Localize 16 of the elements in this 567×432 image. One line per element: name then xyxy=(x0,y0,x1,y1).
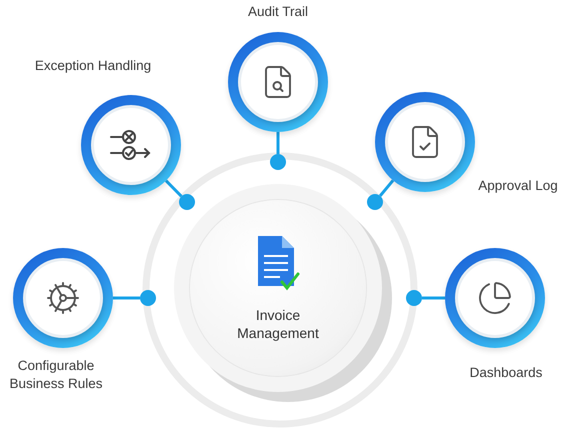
connector-line xyxy=(276,132,280,154)
node-label: Audit Trail xyxy=(246,3,310,22)
node-label: Configurable Business Rules xyxy=(8,357,104,393)
node-label: Dashboards xyxy=(468,364,544,382)
connector-dot xyxy=(367,194,383,210)
connector-dot xyxy=(140,290,156,306)
connector-dot xyxy=(406,290,422,306)
connector-line xyxy=(113,296,140,300)
connector-dot xyxy=(270,154,286,170)
node-label: Invoice Management xyxy=(236,306,320,342)
node-label: Exception Handling xyxy=(34,57,152,76)
connector-dot xyxy=(179,194,195,210)
connector-line xyxy=(164,180,182,198)
connector-line xyxy=(378,179,394,197)
node-label: Approval Log xyxy=(477,177,559,196)
connector-line xyxy=(422,296,445,300)
